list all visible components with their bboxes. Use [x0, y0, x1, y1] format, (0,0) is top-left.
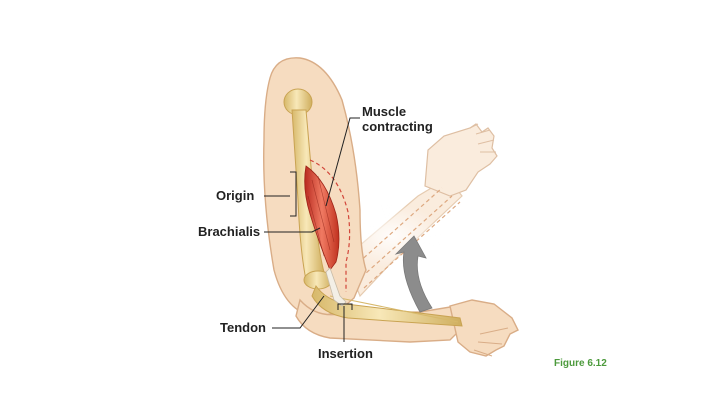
- origin-label: Origin: [216, 188, 255, 203]
- muscle-contracting-line2: contracting: [362, 119, 433, 134]
- brachialis-label: Brachialis: [198, 224, 261, 239]
- hand: [449, 299, 519, 357]
- muscle-contracting-label: Muscle contracting: [362, 104, 433, 134]
- figure-caption: Figure 6.12: [554, 358, 607, 369]
- leader-lines: [264, 117, 360, 342]
- insertion-label: Insertion: [318, 346, 373, 361]
- muscle-contracting-line1: Muscle: [362, 104, 407, 119]
- brachialis-muscle: [304, 165, 340, 271]
- muscle-contracting-outline: [309, 159, 351, 292]
- raised-forearm-ghost: [342, 123, 498, 298]
- tendon-label: Tendon: [220, 320, 266, 335]
- flexion-arrow: [394, 235, 433, 313]
- tendon: [325, 267, 347, 307]
